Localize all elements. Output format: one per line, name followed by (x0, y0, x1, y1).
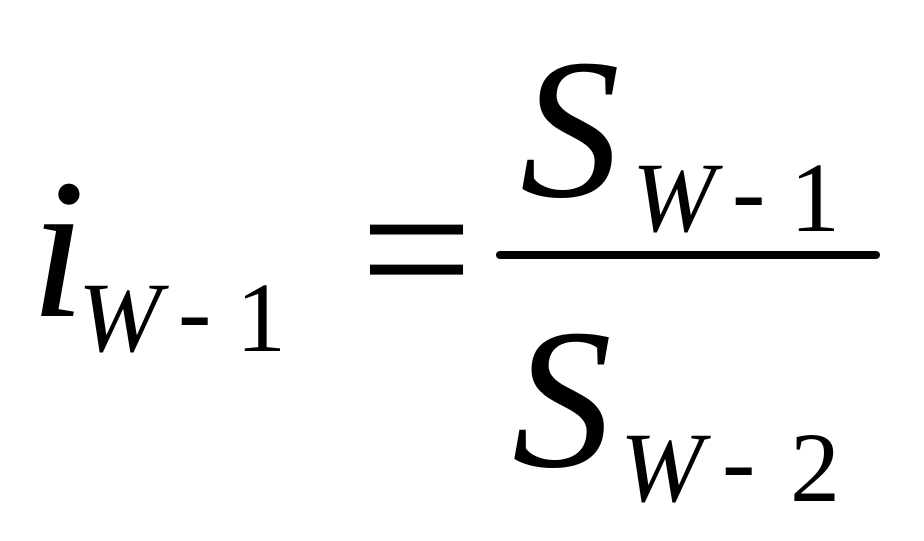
lhs-subscript-number: 1 (236, 262, 286, 373)
denominator-subscript-number: 2 (790, 412, 840, 523)
lhs-subscript-operator: - (178, 256, 212, 367)
lhs-symbol: i (30, 139, 86, 360)
denominator-symbol: S (512, 289, 612, 510)
numerator-subscript-variable: W (632, 142, 716, 253)
denominator-subscript-variable: W (620, 412, 704, 523)
numerator-subscript-number: 1 (790, 142, 840, 253)
numerator-subscript-operator: - (732, 136, 766, 247)
denominator-subscript-operator: - (722, 406, 756, 517)
lhs-subscript-variable: W (78, 262, 162, 373)
equals-sign: = (360, 139, 473, 360)
numerator-symbol: S (520, 19, 620, 240)
fraction-bar (496, 251, 880, 259)
